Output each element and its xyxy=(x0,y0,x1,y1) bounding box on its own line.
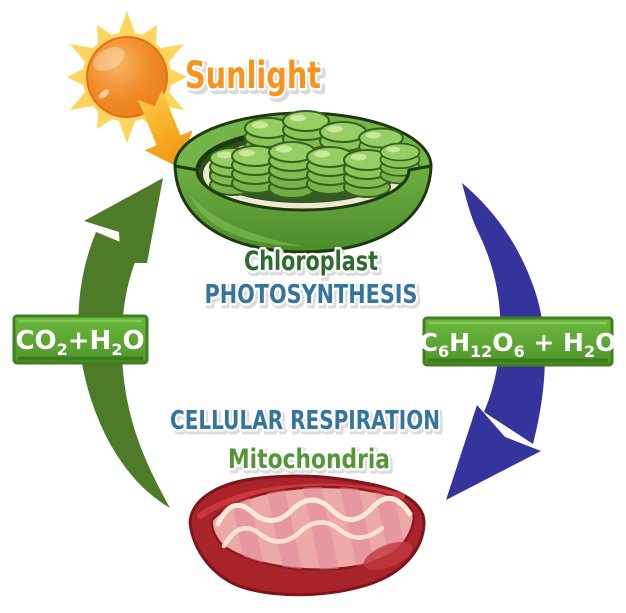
formula-part: H xyxy=(449,328,470,357)
chloroplast-label: Chloroplast xyxy=(244,246,378,277)
cristae-wave-1 xyxy=(215,496,413,527)
formula-part: O xyxy=(122,326,144,356)
formula-part: 12 xyxy=(470,342,492,361)
green-arrow-head xyxy=(84,178,163,263)
cristae-wave-2 xyxy=(221,520,385,549)
cellular-respiration-label: CELLULAR RESPIRATION xyxy=(170,406,440,436)
photosynthesis-label: PHOTOSYNTHESIS xyxy=(205,280,418,310)
green-arrow-body xyxy=(78,232,170,508)
sun-body xyxy=(86,36,168,118)
sun-highlight xyxy=(93,47,125,71)
formula-part: +H xyxy=(68,326,112,356)
formula-part: 2 xyxy=(584,342,595,361)
glucose-h2o-banner: C6H12O6 + H2O xyxy=(420,316,617,367)
sunlight-label-shadow: Sunlight xyxy=(188,57,324,100)
cellular-respiration-label-shadow: CELLULAR RESPIRATION xyxy=(172,409,442,439)
formula-part: O xyxy=(492,328,513,357)
mitochondria-illustration xyxy=(188,474,426,597)
formula-part: 6 xyxy=(438,342,449,361)
glucose-h2o-arrow xyxy=(446,183,545,500)
formula-part: + H xyxy=(525,328,584,357)
sun-gleam xyxy=(99,89,109,99)
formula-part: C xyxy=(420,328,438,357)
co2-h2o-banner: CO2+H2O xyxy=(12,314,149,365)
chloroplast-illustration xyxy=(173,110,433,254)
formula-part: CO xyxy=(15,326,56,356)
formula-part: O xyxy=(595,328,616,357)
co2-h2o-formula: CO2+H2O xyxy=(15,326,144,359)
formula-part: 2 xyxy=(57,340,68,359)
mitochondria-label: Mitochondria xyxy=(228,444,390,475)
photosynthesis-label-shadow: PHOTOSYNTHESIS xyxy=(207,283,420,313)
blue-arrow-head xyxy=(446,405,541,500)
formula-part: 6 xyxy=(514,342,525,361)
co2-h2o-arrow xyxy=(78,178,170,508)
mitochondria-label-shadow: Mitochondria xyxy=(230,447,392,478)
mitochondria-gleam xyxy=(363,541,413,571)
glucose-h2o-formula: C6H12O6 + H2O xyxy=(420,328,617,361)
chloroplast-front-sheen xyxy=(190,195,303,246)
blue-arrow-body xyxy=(462,183,545,444)
sunlight-label: Sunlight xyxy=(185,54,321,97)
formula-part: 2 xyxy=(111,340,122,359)
chloroplast-label-shadow: Chloroplast xyxy=(246,249,380,280)
sunlight-arrow xyxy=(138,90,193,168)
